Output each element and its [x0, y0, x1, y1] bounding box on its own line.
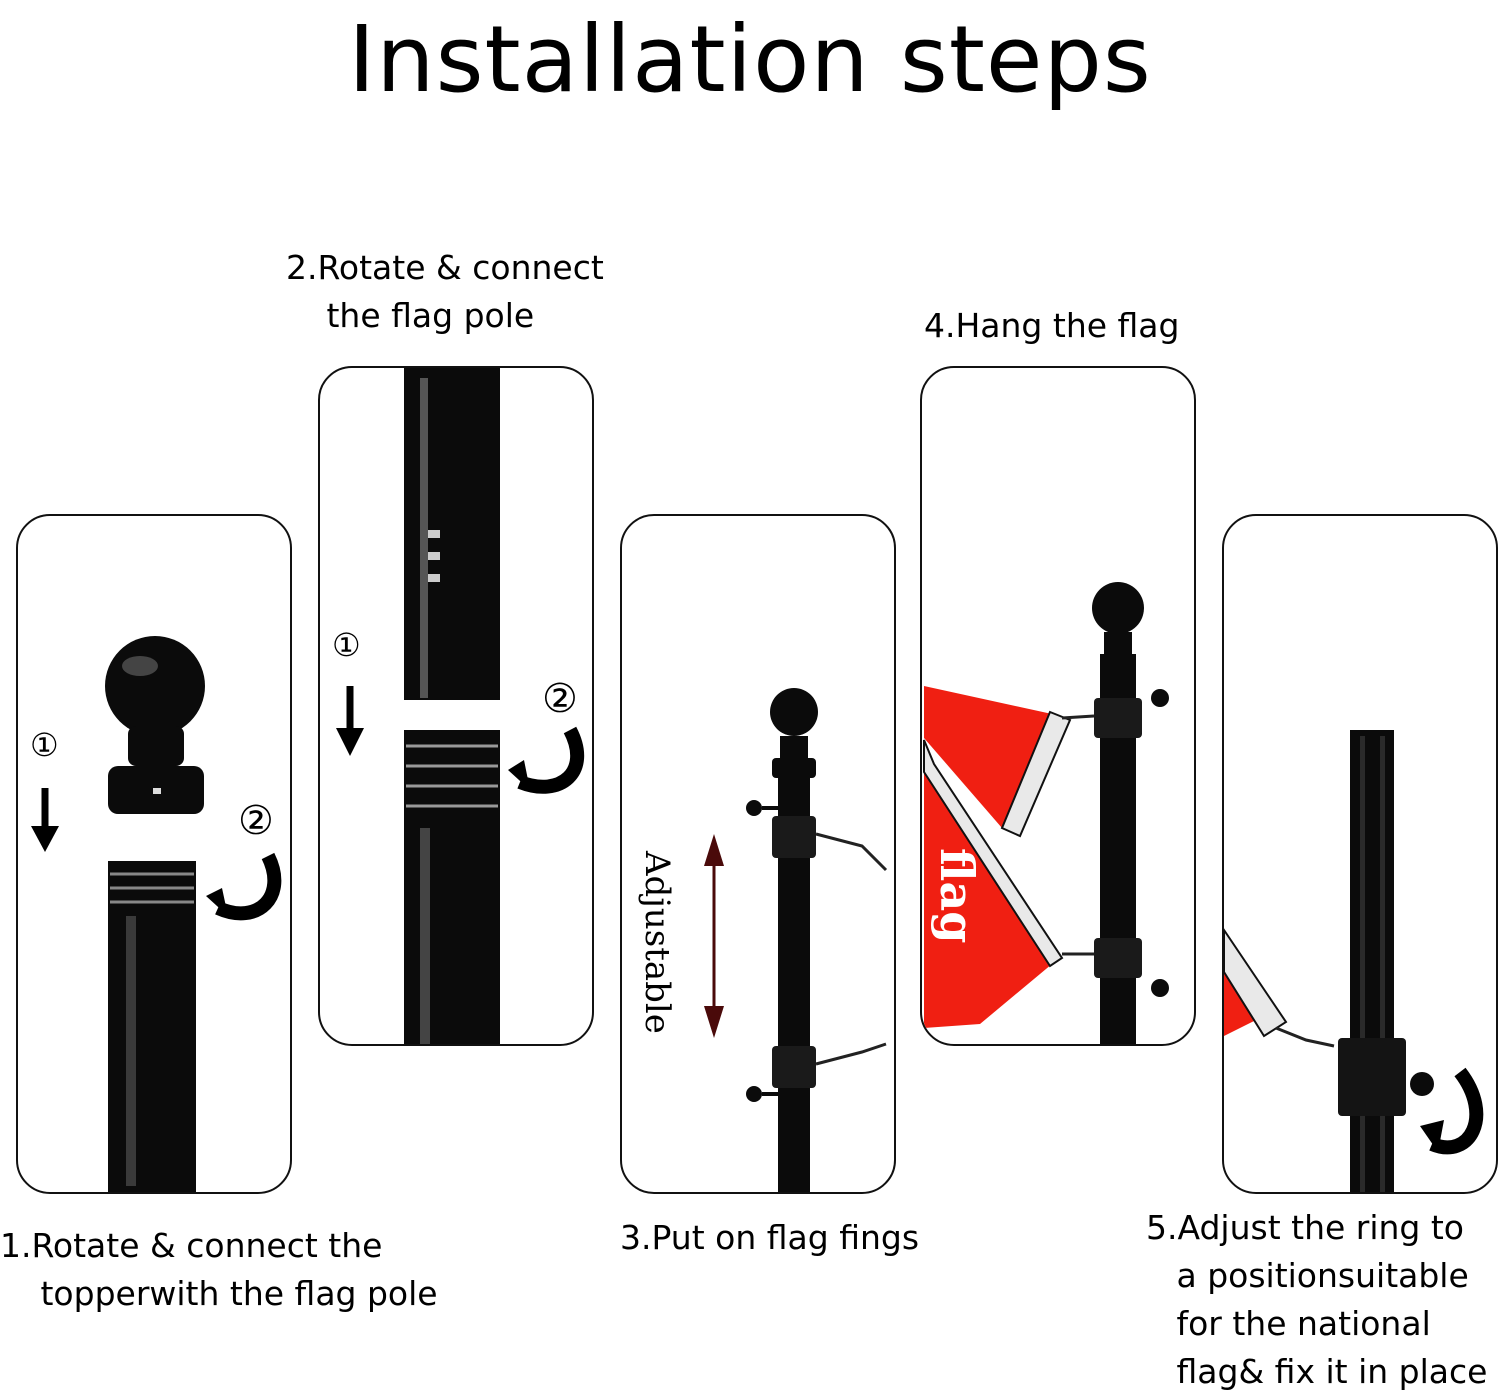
up-arrow-icon — [704, 834, 724, 866]
step-2-caption: 2.Rotate & connect the flag pole — [286, 244, 604, 340]
step-2-caption-line2: the flag pole — [316, 296, 535, 335]
step-1-panel: ① ② — [16, 514, 292, 1194]
pole-icon — [1350, 730, 1394, 1192]
step-3-caption: 3.Put on flag fings — [620, 1218, 920, 1257]
step-5-caption: 5.Adjust the ring to a positionsuitable … — [1146, 1204, 1487, 1396]
step-5-caption-line1: 5.Adjust the ring to — [1146, 1208, 1464, 1247]
step-2-panel: ① ② — [318, 366, 594, 1046]
step-4-caption: 4.Hang the flag — [924, 306, 1180, 345]
clip-icon — [1275, 1026, 1335, 1048]
flag-top-part — [924, 686, 1052, 828]
topper-and-pole-illustration: ① ② — [30, 636, 282, 1192]
step-5-caption-line2: a positionsuitable — [1166, 1256, 1469, 1295]
lower-pole-icon — [404, 730, 500, 1044]
ring-icon — [1338, 1038, 1406, 1116]
ball-topper-icon — [105, 636, 205, 736]
step-5-panel — [1222, 514, 1498, 1194]
ring-top — [772, 816, 816, 858]
curved-arrow-icon — [215, 852, 282, 921]
step-1-caption: 1.Rotate & connect the topperwith the fl… — [0, 1222, 438, 1318]
step-5-caption-line3: for the national — [1166, 1304, 1431, 1343]
pole-icon — [108, 861, 196, 1192]
flag-bottom-part — [924, 770, 1052, 1028]
step-marker-2: ② — [238, 798, 274, 844]
clip-icon — [815, 1042, 887, 1066]
upper-pole-icon — [404, 368, 500, 700]
step-2-caption-line1: 2.Rotate & connect — [286, 248, 604, 287]
flag-rings-illustration — [704, 688, 888, 1192]
adjustable-label: Adjustable — [637, 850, 677, 1034]
step-marker-2: ② — [542, 676, 578, 722]
hang-flag-illustration — [923, 582, 1169, 1044]
down-arrow-icon — [336, 728, 364, 756]
step-marker-1: ① — [30, 726, 59, 764]
clip-icon — [815, 832, 888, 872]
step-5-caption-line4: flag& fix it in place — [1166, 1352, 1488, 1391]
pole-sections-illustration: ① ② — [332, 368, 585, 1044]
step-1-caption-line2: topperwith the flag pole — [30, 1274, 438, 1313]
down-arrow-icon — [704, 1006, 724, 1038]
curved-arrow-icon — [1429, 1067, 1484, 1155]
curved-arrow-icon — [517, 726, 585, 794]
step-3-panel: Adjustable — [620, 514, 896, 1194]
down-arrow-icon — [31, 826, 59, 852]
ring-bottom — [772, 1046, 816, 1088]
step-4-panel: flag — [920, 366, 1196, 1046]
page-title: Installation steps — [348, 6, 1152, 113]
flag-text: flag — [930, 848, 984, 944]
step-marker-1: ① — [332, 626, 361, 664]
ball-topper-icon — [770, 688, 818, 736]
step-1-caption-line1: 1.Rotate & connect the — [0, 1226, 383, 1265]
adjust-ring-illustration — [1224, 730, 1484, 1192]
ball-topper-icon — [1092, 582, 1144, 634]
